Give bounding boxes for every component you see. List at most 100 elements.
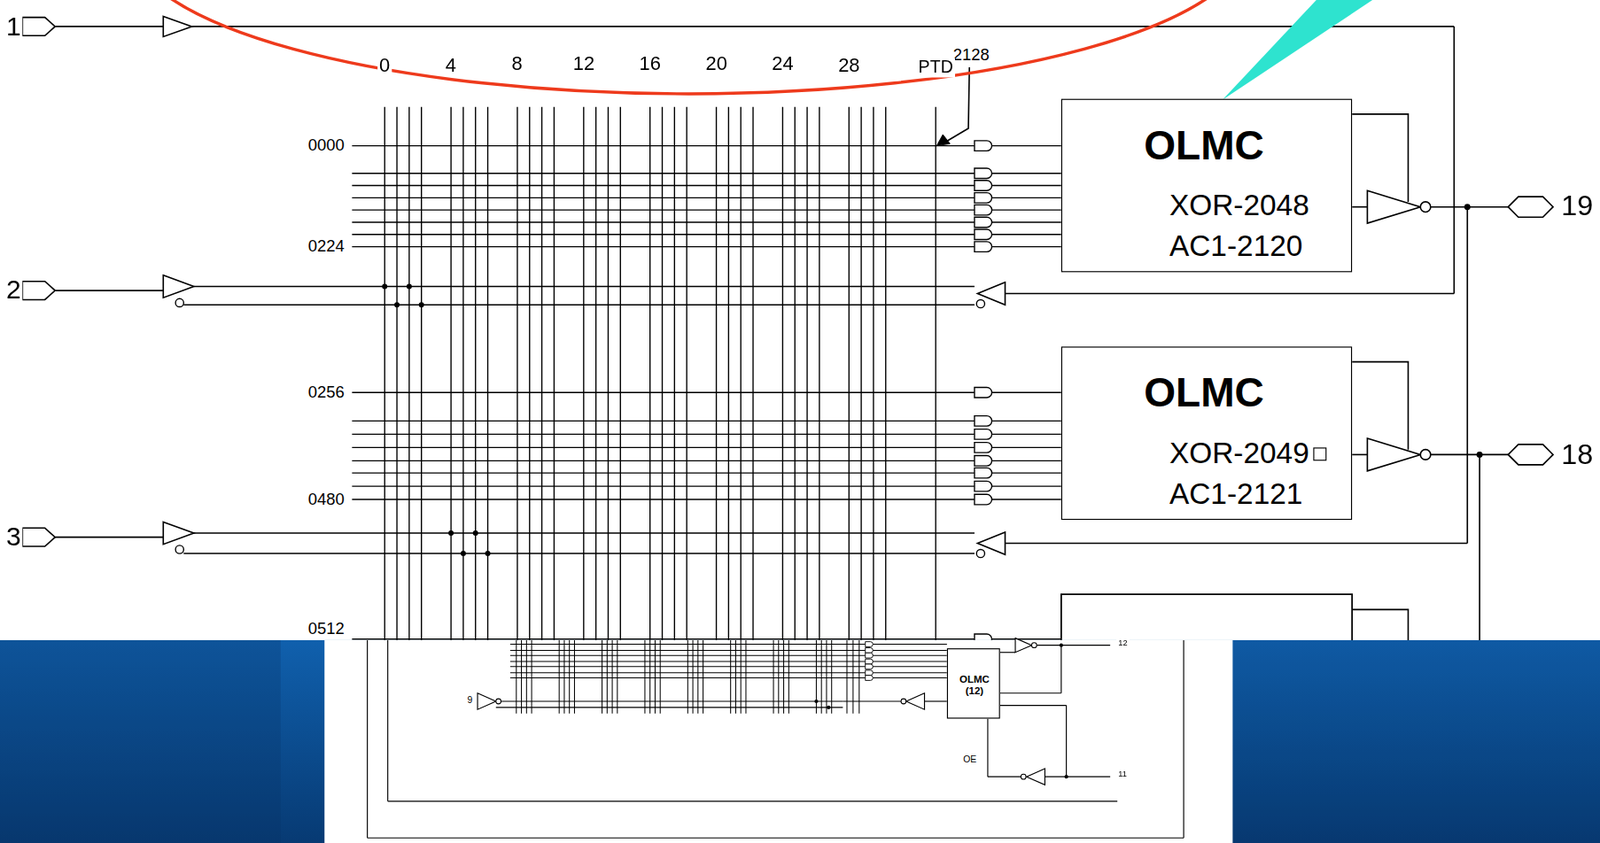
band-ground: [0, 640, 1600, 843]
feedback-wire: [1060, 645, 1062, 694]
junction-dot: [406, 283, 412, 289]
output-wire: [1430, 454, 1509, 457]
junction-dot: [1476, 451, 1484, 459]
and-gate: [974, 429, 993, 441]
gate-output: [992, 185, 1062, 187]
pin-number: 2: [4, 275, 24, 305]
column-number: 24: [769, 54, 796, 76]
pin-wire: [54, 289, 164, 292]
and-gate: [974, 442, 993, 454]
callout-pointer: [1222, 0, 1373, 101]
pin-wire: [192, 25, 1455, 28]
gate-output: [872, 672, 948, 674]
frame-line: [366, 640, 368, 839]
frame-line: [388, 800, 1119, 802]
inverter-bubble: [1031, 643, 1037, 649]
leader-line: [946, 67, 970, 142]
and-gate: [865, 659, 874, 665]
fuse-column: [563, 640, 565, 715]
enable-wire: [1351, 362, 1408, 451]
pin-number: 12: [1116, 639, 1130, 649]
fuse-column: [777, 640, 779, 715]
fuse-column: [846, 640, 847, 715]
fuse-column: [818, 107, 820, 653]
buffer-symbol: [163, 15, 192, 37]
marker-square: [1312, 447, 1327, 461]
input-line: [183, 303, 975, 305]
io-pad: [1507, 196, 1554, 218]
fuse-column: [528, 107, 530, 653]
junction-dot: [826, 706, 831, 710]
gate-output: [992, 472, 1062, 474]
column-number: 12: [570, 54, 597, 76]
gate-output: [872, 655, 948, 657]
buffer-symbol: [1026, 768, 1046, 785]
fuse-column: [526, 640, 528, 715]
gate-output: [872, 677, 948, 679]
input-line: [496, 706, 844, 708]
fuse-column: [702, 640, 704, 715]
gate-output: [992, 420, 1062, 422]
input-line: [194, 286, 975, 288]
output-wire: [1044, 776, 1111, 778]
fuse-column: [852, 640, 854, 715]
olmc-box: OLMCXOR-2048AC1-2120: [1061, 99, 1352, 273]
fuse-column: [935, 107, 937, 653]
product-term: [351, 472, 975, 474]
fuse-column: [806, 107, 808, 653]
feedback-wire: [1452, 26, 1455, 295]
feedback-wire: [1000, 692, 1062, 694]
product-term: [351, 420, 975, 422]
fuse-column: [860, 107, 862, 653]
fuse-column: [745, 640, 746, 715]
column-number: 20: [703, 54, 730, 76]
fuse-column: [516, 107, 518, 653]
fuse-column: [559, 640, 560, 715]
buffer-symbol: [1366, 190, 1421, 224]
fuse-column: [384, 107, 386, 653]
buffer-symbol: [477, 693, 497, 710]
output-wire: [1351, 206, 1367, 209]
product-term: [510, 650, 866, 652]
row-address: 0000: [306, 136, 348, 155]
junction-dot: [381, 283, 388, 289]
column-number: 28: [836, 54, 863, 77]
output-wire: [1036, 644, 1111, 646]
enable-wire: [987, 776, 1021, 778]
junction-dot: [473, 530, 479, 536]
junction-dot: [814, 699, 818, 704]
buffer-symbol: [163, 275, 195, 298]
band-panel: [0, 640, 281, 843]
fuse-column: [848, 107, 850, 653]
fuse-column: [735, 640, 737, 715]
row-address: 0480: [306, 490, 348, 509]
fuse-column: [715, 107, 717, 653]
fuse-column: [685, 107, 687, 653]
inverter-bubble: [175, 545, 184, 554]
fuse-column: [687, 640, 689, 715]
block-name: OLMC: [1143, 122, 1265, 168]
input-pad: [22, 17, 55, 37]
enable-wire: [1351, 114, 1408, 202]
gate-output: [992, 392, 1062, 394]
buffer-symbol: [906, 693, 925, 710]
row-address: 0512: [306, 620, 348, 638]
fuse-column: [607, 107, 609, 653]
column-number: 0: [377, 54, 393, 77]
olmc-box: OLMC (12): [947, 648, 1001, 719]
fuse-column: [487, 107, 489, 653]
and-gate: [974, 217, 993, 228]
gate-output: [992, 145, 1062, 147]
and-gate: [974, 229, 993, 241]
junction-dot: [1464, 203, 1471, 210]
and-gate: [974, 241, 993, 253]
fuse-column: [740, 107, 742, 653]
product-term: [351, 434, 975, 435]
frame-line: [367, 838, 1184, 839]
fuse-column: [654, 640, 656, 715]
column-number: 16: [636, 54, 663, 76]
junction-dot: [448, 530, 454, 536]
fuse-column: [660, 640, 661, 715]
